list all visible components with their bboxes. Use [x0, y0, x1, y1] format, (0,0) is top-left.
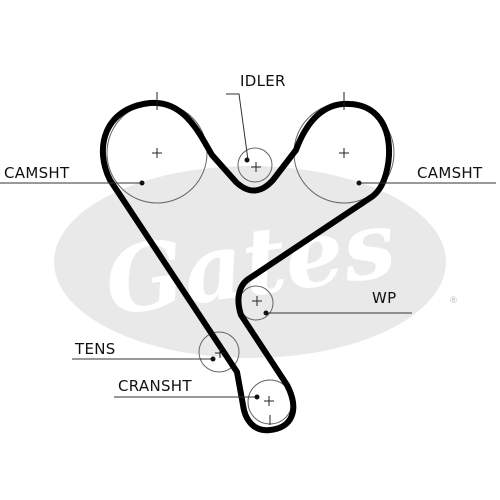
water-pump-dot	[263, 310, 269, 316]
watermark-registered-mark: ®	[449, 296, 458, 306]
timing-belt	[100, 99, 393, 434]
brand-watermark: Gates ®	[54, 166, 458, 358]
leader-lines	[0, 93, 496, 398]
crankshaft-center-icon	[264, 396, 274, 406]
camshaft-left-dot	[139, 180, 145, 186]
leader-dots	[139, 157, 362, 400]
tensioner-dot	[210, 356, 216, 362]
idler-label: IDLER	[240, 72, 286, 90]
idler-pulley	[237, 147, 273, 183]
pulley-center-marks	[152, 148, 349, 406]
camshaft-right-label: CAMSHT	[417, 164, 483, 182]
camshaft-left-label: CAMSHT	[4, 164, 70, 182]
tensioner-center-icon	[215, 348, 225, 358]
timing-marks	[156, 92, 345, 425]
tensioner-pulley	[198, 331, 240, 373]
water-pump-label: WP	[372, 289, 396, 307]
component-labels: IDLER CAMSHT CAMSHT WP TENS CRANSHT	[4, 72, 483, 395]
idler-dot	[244, 157, 250, 163]
camshaft-right-dot	[356, 180, 362, 186]
idler-center-icon	[251, 162, 261, 172]
water-pump-center-icon	[252, 296, 262, 306]
crankshaft-dot	[254, 394, 260, 400]
crankshaft-label: CRANSHT	[118, 377, 192, 395]
idler-leader	[226, 93, 249, 161]
camshaft-left-center-icon	[152, 148, 162, 158]
camshaft-right-center-icon	[339, 148, 349, 158]
tensioner-label: TENS	[74, 340, 116, 358]
